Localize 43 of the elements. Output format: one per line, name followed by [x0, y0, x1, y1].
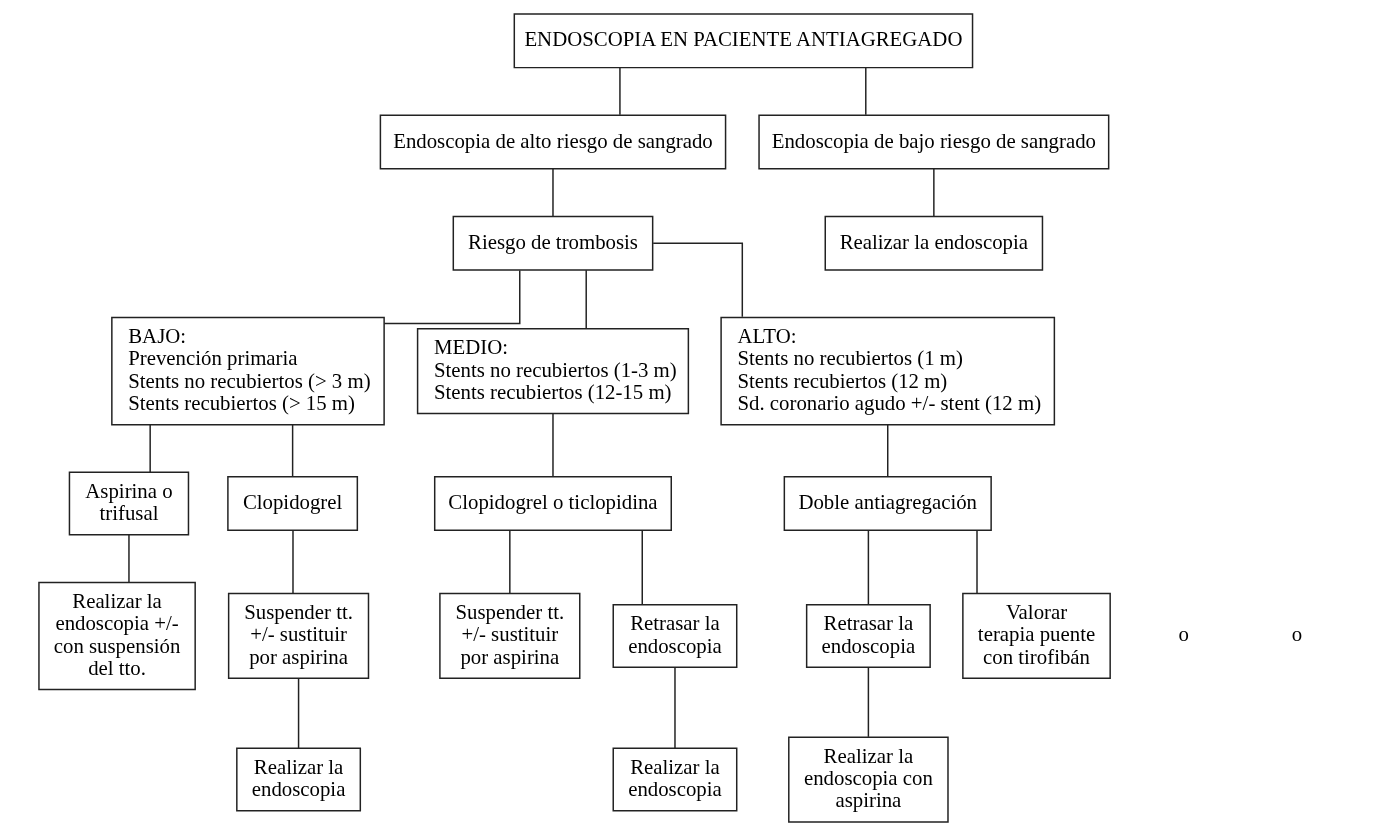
node-box: Suspender tt. +/- sustituir por aspirina: [438, 592, 580, 680]
connector: [584, 269, 587, 330]
connector: [127, 534, 130, 583]
connector: [551, 168, 554, 217]
node-box: Valorar terapia puente con tirofibán: [961, 592, 1111, 680]
node-box: Riesgo de trombosis: [452, 215, 653, 271]
node-box: Realizar la endoscopia: [235, 747, 361, 812]
node-box: Endoscopia de alto riesgo de sangrado: [379, 114, 726, 170]
node-box: Realizar la endoscopia con aspirina: [787, 736, 949, 823]
connector: [864, 67, 867, 116]
connector: [867, 529, 869, 606]
connector: [291, 529, 294, 594]
connector: [932, 168, 935, 217]
connector: [651, 242, 743, 318]
connector: [673, 667, 676, 749]
node-box: Clopidogrel: [226, 476, 358, 532]
connector: [886, 424, 888, 478]
label: o: [1178, 622, 1189, 647]
node-box: Retrasar la endoscopia: [805, 603, 931, 668]
connector: [291, 424, 293, 478]
connector: [867, 667, 869, 738]
node-box: MEDIO: Stents no recubiertos (1-3 m) Stents recubiertos (12-15 m): [416, 328, 689, 415]
node-box: ENDOSCOPIA EN PACIENTE ANTIAGREGADO: [513, 13, 973, 69]
node-box: Suspender tt. +/- sustituir por aspirina: [227, 592, 369, 680]
node-box: Retrasar la endoscopia: [612, 603, 737, 668]
connector: [508, 529, 511, 594]
label: o: [1291, 622, 1302, 647]
node-box: Aspirina o trifusal: [68, 471, 189, 536]
connector: [383, 269, 520, 325]
node-box: Realizar la endoscopia +/- con suspensión del tto.: [37, 581, 196, 691]
node-box: Doble antiagregación: [783, 476, 992, 532]
node-box: Endoscopia de bajo riesgo de sangrado: [757, 114, 1109, 170]
node-box: Clopidogrel o ticlopidina: [433, 476, 672, 532]
connector: [618, 67, 621, 116]
node-box: BAJO: Prevención primaria Stents no recubiertos (> 3 m) Stents recubiertos (> 15 m): [110, 316, 385, 426]
connector: [975, 529, 978, 594]
connector: [641, 529, 643, 606]
connector: [297, 677, 299, 749]
connector: [148, 424, 151, 473]
node-box: Realizar la endoscopia: [612, 747, 737, 812]
node-box: Realizar la endoscopia: [824, 215, 1043, 271]
node-box: ALTO: Stents no recubiertos (1 m) Stents recubiertos (12 m) Sd. coronario agudo +/- stent (12 m): [719, 316, 1055, 426]
connector: [551, 413, 554, 478]
